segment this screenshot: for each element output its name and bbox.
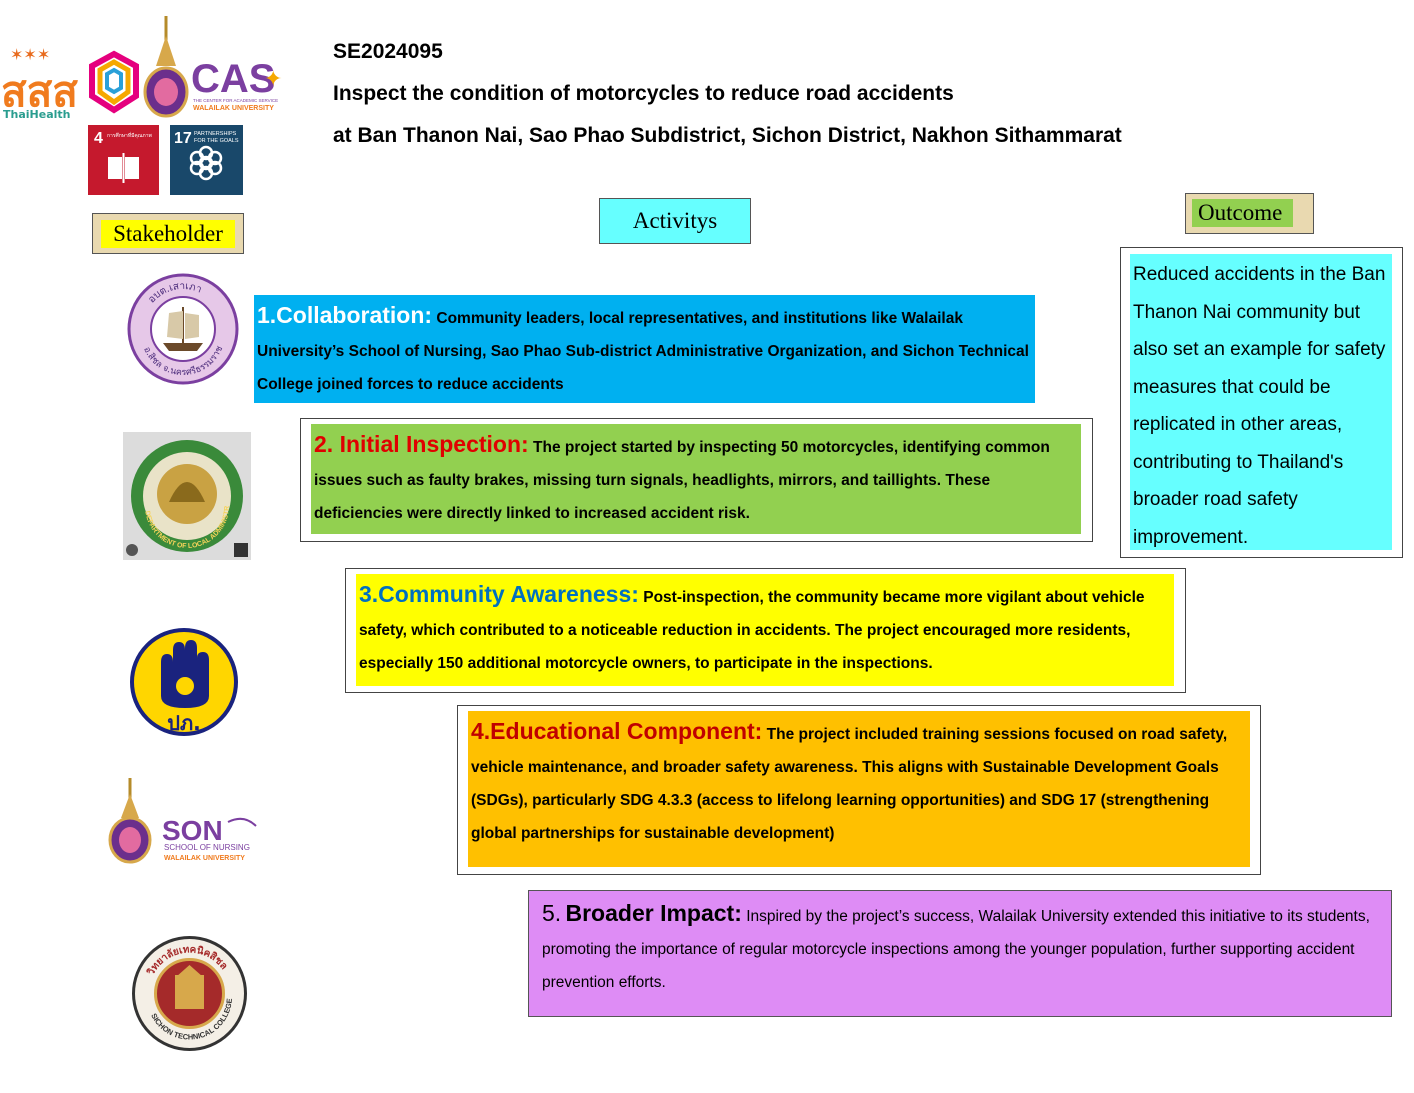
cas-caption-2: WALAILAK UNIVERSITY: [193, 105, 274, 112]
activity-5-number: 5.: [542, 900, 562, 926]
cas-wordmark: CAS: [191, 57, 275, 101]
cas-caption-1: THE CENTER FOR ACADEMIC SERVICE: [193, 98, 278, 103]
activity-3-text: Post-inspection, the community became mo…: [359, 589, 1145, 672]
activity-community-awareness: 3.Community Awareness: Post-inspection, …: [356, 574, 1174, 686]
title-line-2: at Ban Thanon Nai, Sao Phao Subdistrict,…: [333, 124, 1122, 147]
activity-collaboration: 1.Collaboration: Community leaders, loca…: [254, 295, 1035, 403]
outcome-label: Outcome: [1192, 199, 1293, 227]
svg-text:✶✶✶: ✶✶✶: [10, 45, 50, 64]
activity-1-heading: 1.Collaboration:: [257, 302, 433, 328]
activity-5-text: Inspired by the project’s success, Walai…: [542, 908, 1370, 991]
thaihealth-wordmark: สสส: [1, 67, 78, 116]
activity-3-heading: 3.Community Awareness:: [359, 581, 639, 607]
sdg4-icon: 4 การศึกษาที่มีคุณภาพ: [88, 125, 159, 195]
activity-broader-impact: 5. Broader Impact: Inspired by the proje…: [528, 890, 1392, 1017]
outcome-text: Reduced accidents in the Ban Thanon Nai …: [1130, 254, 1392, 550]
project-code: SE2024095: [333, 40, 443, 63]
son-caption-1: SCHOOL OF NURSING: [164, 843, 250, 852]
stakeholder-label: Stakeholder: [101, 220, 235, 248]
activities-label: Activitys: [599, 198, 751, 244]
thaihealth-logo: ✶✶✶ สสส ThaiHealth: [0, 44, 80, 121]
sao-phao-sao-logo: อบต.เสาเภา อ.สิชล จ.นครศรีธรรมราช: [127, 273, 239, 385]
sdg4-number: 4: [94, 130, 103, 147]
activity-educational-component: 4.Educational Component: The project inc…: [468, 711, 1250, 867]
sdg17-caption-2: FOR THE GOALS: [194, 138, 239, 144]
activity-2-heading: 2. Initial Inspection:: [314, 431, 529, 457]
son-wordmark: SON: [162, 815, 223, 846]
outcome-label-box: Outcome: [1185, 193, 1314, 234]
activity-initial-inspection: 2. Initial Inspection: The project start…: [311, 424, 1081, 534]
cas-logo: CAS ✦ THE CENTER FOR ACADEMIC SERVICE WA…: [190, 52, 282, 116]
pbt-logo: ปภ.: [129, 628, 239, 736]
son-caption-2: WALAILAK UNIVERSITY: [164, 855, 245, 862]
thaihealth-caption: ThaiHealth: [3, 108, 70, 120]
sichon-technical-college-logo: วิทยาลัยเทคนิคสิชล SICHON TECHNICAL COLL…: [131, 935, 248, 1052]
sdg17-icon: 17 PARTNERSHIPS FOR THE GOALS: [170, 125, 243, 195]
walailak-emblem: [142, 14, 190, 118]
son-logo: SON SCHOOL OF NURSING WALAILAK UNIVERSIT…: [106, 776, 258, 866]
pbt-wordmark: ปภ.: [167, 711, 200, 735]
dla-logo: DEPARTMENT OF LOCAL ADMINISTRATION: [120, 427, 251, 560]
stakeholder-label-box: Stakeholder: [92, 213, 244, 254]
sdg17-number: 17: [174, 130, 192, 147]
activity-4-text: The project included training sessions f…: [471, 726, 1228, 842]
activity-2-text: The project started by inspecting 50 mot…: [314, 439, 1050, 522]
title-line-1: Inspect the condition of motorcycles to …: [333, 82, 954, 105]
activity-1-text: Community leaders, local representatives…: [257, 310, 1029, 393]
walailak-hex-logo: [88, 50, 140, 116]
sdg4-caption: การศึกษาที่มีคุณภาพ: [107, 132, 152, 139]
sdg17-caption-1: PARTNERSHIPS: [194, 131, 237, 137]
activity-4-heading: 4.Educational Component:: [471, 718, 763, 744]
svg-text:✦: ✦: [264, 67, 282, 92]
activity-5-heading: Broader Impact:: [565, 900, 742, 926]
